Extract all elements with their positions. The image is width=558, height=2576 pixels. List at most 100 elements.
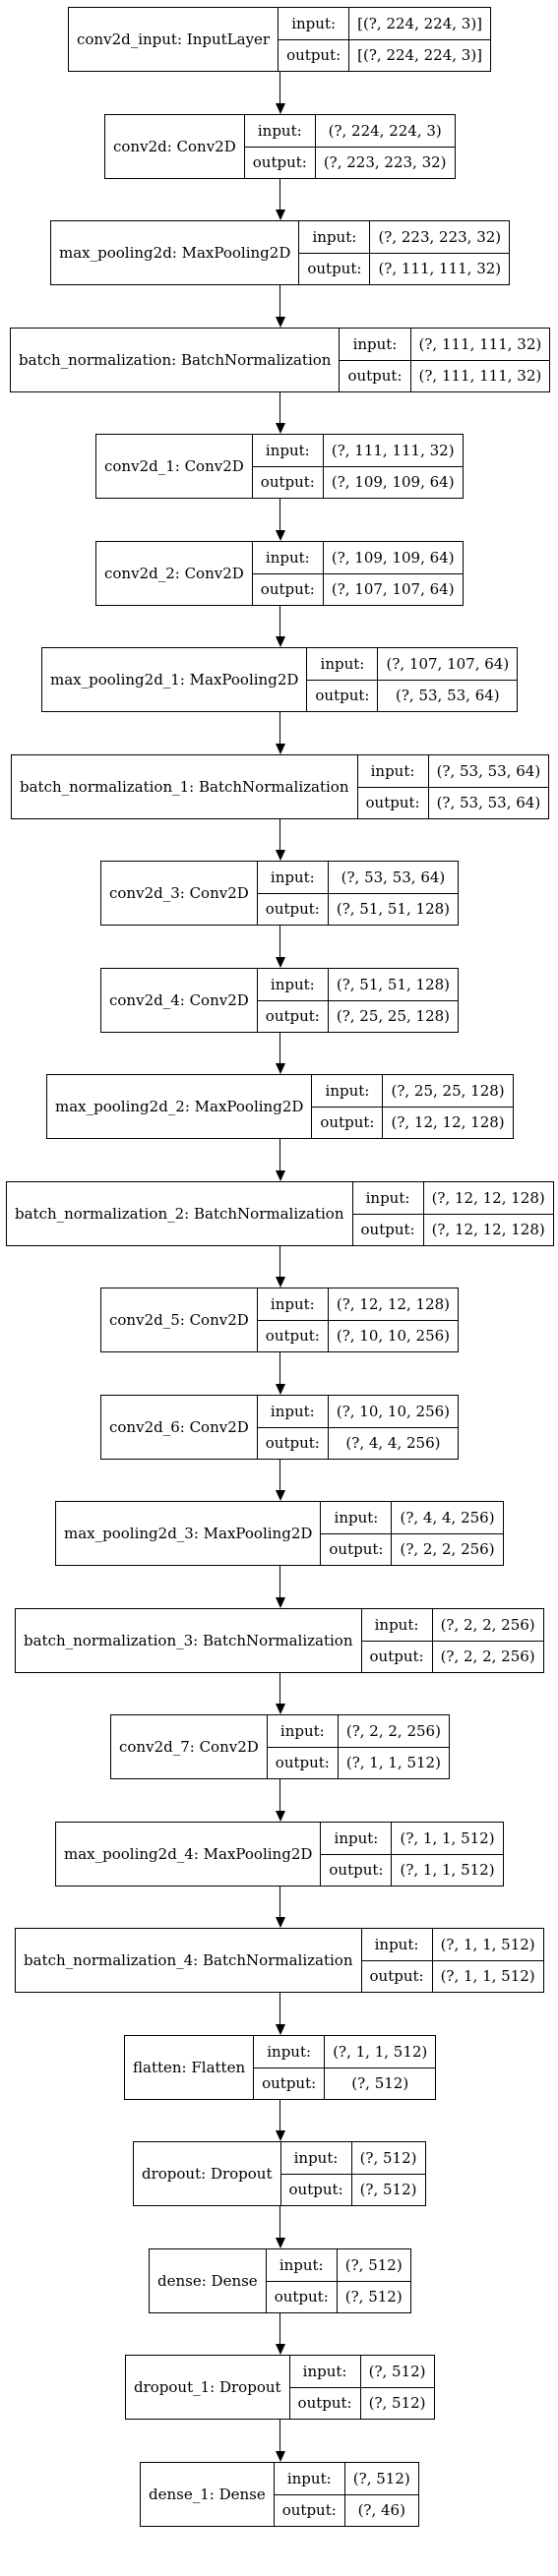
- io-labels: input:output:: [289, 2356, 361, 2419]
- io-labels: input:output:: [252, 435, 324, 498]
- layer-name: batch_normalization: BatchNormalization: [11, 329, 341, 391]
- io-labels: input: output:: [321, 1823, 393, 1886]
- input-label: input:: [254, 2036, 325, 2068]
- output-label: output:: [365, 794, 420, 812]
- layer-name: conv2d_2: Conv2D: [96, 542, 253, 605]
- io-values: (?, 223, 223, 32)(?, 111, 111, 32): [370, 221, 510, 284]
- input-label: input:: [340, 329, 410, 361]
- input-label: input:: [299, 221, 370, 254]
- layer-name: conv2d_5: Conv2D: [101, 1288, 258, 1351]
- io-labels: input:output:: [340, 329, 411, 391]
- input-shape: (?, 512): [337, 2249, 410, 2282]
- output-shape: (?, 53, 53, 64): [436, 794, 541, 812]
- layer-name: batch_normalization_4: BatchNormalizatio…: [16, 1929, 362, 1992]
- io-values: (?, 53, 53, 64)(?, 51, 51, 128): [328, 862, 459, 925]
- io-values: (?, 1, 1, 512)(?, 1, 1, 512): [392, 1823, 503, 1886]
- io-labels: input:output:: [321, 1502, 393, 1565]
- input-label: input:: [280, 2142, 351, 2175]
- output-shape: (?, 2, 2, 256): [440, 1647, 535, 1666]
- io-values: (?, 4, 4, 256)(?, 2, 2, 256): [392, 1502, 503, 1565]
- input-label: input:: [307, 648, 378, 681]
- input-shape: (?, 4, 4, 256): [392, 1502, 503, 1534]
- edge-line: [279, 1566, 280, 1597]
- input-label: input:: [252, 435, 323, 467]
- input-label: input:: [257, 1396, 328, 1428]
- edge-line: [279, 499, 280, 530]
- layer-name: max_pooling2d_2: MaxPooling2D: [47, 1075, 313, 1138]
- arrowhead-icon: [275, 1704, 285, 1714]
- edge-line: [279, 712, 280, 744]
- io-values: (?, 512)(?, 512): [360, 2356, 434, 2419]
- input-label: input:: [274, 2463, 344, 2495]
- layer-name: batch_normalization_3: BatchNormalizatio…: [16, 1609, 362, 1672]
- io-values: (?, 224, 224, 3) (?, 223, 223, 32): [315, 115, 455, 178]
- edge-line: [279, 1673, 280, 1704]
- arrowhead-icon: [275, 317, 285, 328]
- output-label: output:: [369, 1967, 424, 1986]
- input-shape: (?, 1, 1, 512): [325, 2036, 436, 2068]
- output-label: output:: [265, 900, 320, 919]
- arrowhead-icon: [275, 2451, 285, 2462]
- output-shape: (?, 223, 223, 32): [323, 153, 447, 172]
- output-label: output:: [275, 1754, 330, 1772]
- edge-line: [279, 392, 280, 423]
- arrowhead-icon: [275, 1384, 285, 1395]
- io-values: (?, 109, 109, 64) (?, 107, 107, 64): [323, 542, 463, 605]
- output-shape: (?, 12, 12, 128): [431, 1221, 545, 1239]
- input-shape: (?, 25, 25, 128): [383, 1075, 513, 1108]
- input-shape: (?, 51, 51, 128): [328, 969, 459, 1001]
- output-shape: (?, 25, 25, 128): [336, 1007, 451, 1026]
- layer-name: batch_normalization_1: BatchNormalizatio…: [12, 755, 358, 818]
- io-values: (?, 2, 2, 256)(?, 1, 1, 512): [338, 1715, 449, 1778]
- layer-node: batch_normalization_3: BatchNormalizatio…: [15, 1608, 544, 1673]
- input-shape: (?, 111, 111, 32): [410, 329, 550, 361]
- output-label: output:: [262, 2074, 317, 2093]
- layer-name: conv2d: Conv2D: [105, 115, 245, 178]
- input-shape: (?, 109, 109, 64): [323, 542, 463, 574]
- input-label: input:: [252, 542, 323, 574]
- input-shape: (?, 1, 1, 512): [432, 1929, 543, 1961]
- layer-node: batch_normalization_1: BatchNormalizatio…: [11, 754, 550, 819]
- input-label: input:: [289, 2356, 360, 2388]
- output-label: output:: [360, 1221, 415, 1239]
- arrowhead-icon: [275, 2024, 285, 2035]
- io-labels: input:output:: [244, 115, 316, 178]
- output-shape: (?, 107, 107, 64): [331, 580, 455, 599]
- arrowhead-icon: [275, 1811, 285, 1822]
- layer-name: max_pooling2d_1: MaxPooling2D: [42, 648, 308, 711]
- input-shape: (?, 53, 53, 64): [328, 862, 459, 894]
- output-shape: (?, 111, 111, 32): [418, 367, 542, 386]
- output-label: output:: [329, 1861, 384, 1880]
- input-shape: (?, 224, 224, 3): [315, 115, 455, 148]
- output-label: output:: [265, 1434, 320, 1453]
- edge-line: [279, 285, 280, 317]
- io-labels: input:output:: [312, 1075, 384, 1138]
- edge-line: [279, 1993, 280, 2024]
- output-label: output:: [307, 260, 362, 278]
- input-shape: (?, 512): [360, 2356, 434, 2388]
- output-shape: (?, 512): [351, 2074, 409, 2093]
- layer-name: conv2d_3: Conv2D: [101, 862, 258, 925]
- layer-name: max_pooling2d: MaxPooling2D: [51, 221, 300, 284]
- io-values: (?, 53, 53, 64)(?, 53, 53, 64): [428, 755, 549, 818]
- io-labels: input:output:: [274, 2463, 345, 2526]
- arrowhead-icon: [275, 1170, 285, 1181]
- edge-line: [279, 1779, 280, 1811]
- input-label: input:: [321, 1823, 392, 1855]
- io-labels: input:output:: [279, 8, 350, 71]
- output-label: output:: [286, 46, 341, 65]
- io-labels: input:output:: [266, 2249, 338, 2312]
- layer-name: dense_1: Dense: [141, 2463, 275, 2526]
- output-label: output:: [329, 1540, 384, 1559]
- layer-name: conv2d_7: Conv2D: [111, 1715, 268, 1778]
- arrowhead-icon: [275, 636, 285, 647]
- edge-line: [279, 179, 280, 210]
- input-shape: (?, 12, 12, 128): [423, 1182, 553, 1215]
- io-labels: input:output:: [267, 1715, 339, 1778]
